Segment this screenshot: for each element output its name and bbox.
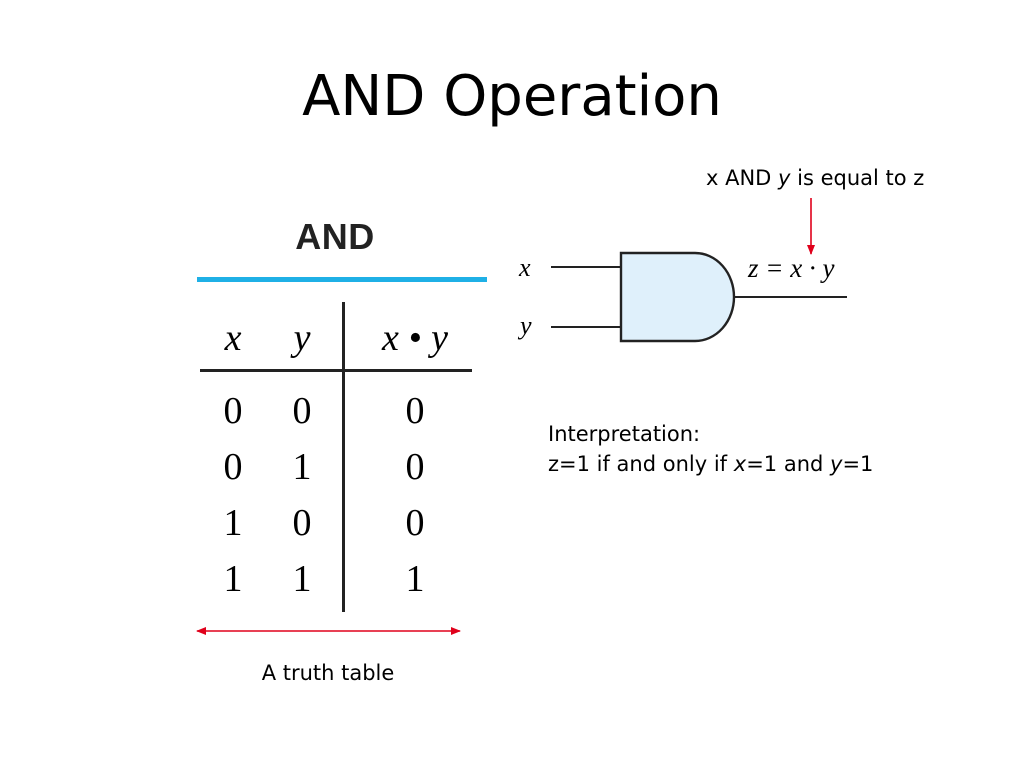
gate-output-expression: z = x · y bbox=[748, 253, 835, 283]
table-cell: 0 bbox=[292, 502, 312, 544]
truth-table-header-rule bbox=[200, 369, 472, 372]
table-cell: 1 bbox=[223, 558, 243, 600]
table-cell: 1 bbox=[292, 558, 312, 600]
table-cell: 0 bbox=[223, 446, 243, 488]
truth-table-caption: A truth table bbox=[261, 661, 395, 685]
gate-input-y-label: y bbox=[520, 311, 532, 340]
header-x-and-y: x • y bbox=[381, 317, 449, 359]
table-cell: 1 bbox=[292, 446, 312, 488]
table-cell: 0 bbox=[405, 390, 425, 432]
truth-table-divider bbox=[342, 302, 345, 612]
table-cell: 1 bbox=[223, 502, 243, 544]
table-cell: 0 bbox=[223, 390, 243, 432]
gate-input-x-label: x bbox=[519, 253, 531, 282]
slide-title: AND Operation bbox=[302, 64, 722, 129]
and-gate-icon bbox=[619, 251, 736, 343]
table-cell: 0 bbox=[405, 502, 425, 544]
table-cell: 0 bbox=[405, 446, 425, 488]
table-cell: 0 bbox=[292, 390, 312, 432]
interpretation-title: Interpretation: bbox=[548, 422, 701, 446]
header-x: x bbox=[224, 317, 242, 359]
interpretation-text: z=1 if and only if x=1 and y=1 bbox=[548, 452, 874, 476]
table-cell: 1 bbox=[405, 558, 425, 600]
truth-table-top-rule bbox=[197, 277, 487, 282]
top-note: x AND y is equal to z bbox=[706, 166, 925, 190]
header-y: y bbox=[293, 317, 311, 359]
truth-table-heading: AND bbox=[295, 216, 375, 257]
